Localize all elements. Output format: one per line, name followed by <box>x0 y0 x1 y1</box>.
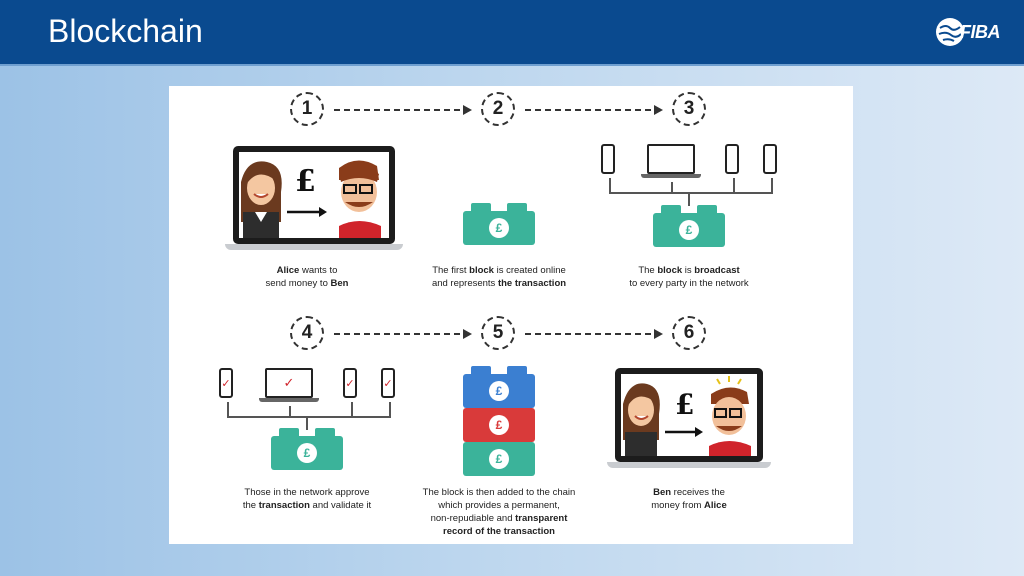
arrow-2-3 <box>525 105 663 115</box>
globe-icon <box>936 18 964 46</box>
arrow-5-6 <box>525 329 663 339</box>
green-block-step-3: £ <box>653 205 725 247</box>
fiba-logo: FIBA <box>934 14 1012 50</box>
blue-block-step-5: £ <box>463 366 535 408</box>
step-3-number: 3 <box>672 92 706 126</box>
pound-symbol: £ <box>295 164 316 199</box>
phone-icon <box>725 144 739 174</box>
laptop-step-6: £ <box>607 368 771 468</box>
slide-header: Blockchain FIBA <box>0 0 1024 66</box>
pound-coin-icon: £ <box>679 220 699 240</box>
phone-icon <box>601 144 615 174</box>
slide-title: Blockchain <box>48 13 203 49</box>
green-block-step-4: £ <box>271 428 343 470</box>
green-block-step-2: £ <box>463 203 535 245</box>
alice-ben-illustration <box>241 160 381 238</box>
phone-approved-icon: ✓ <box>381 368 395 398</box>
laptop-step-1: £ <box>225 146 403 250</box>
red-block-step-5: £ <box>463 408 535 442</box>
arrow-1-2 <box>334 105 472 115</box>
green-block-step-5: £ <box>463 442 535 476</box>
arrow-4-5 <box>334 329 472 339</box>
step-5-number: 5 <box>481 316 515 350</box>
pound-coin-icon: £ <box>489 449 509 469</box>
pound-coin-icon: £ <box>489 381 509 401</box>
phone-approved-icon: ✓ <box>343 368 357 398</box>
step-2-number: 2 <box>481 92 515 126</box>
pound-coin-icon: £ <box>489 415 509 435</box>
pound-coin-icon: £ <box>489 218 509 238</box>
pound-coin-icon: £ <box>297 443 317 463</box>
logo-text: FIBA <box>960 21 1001 42</box>
phone-icon <box>763 144 777 174</box>
step-6-number: 6 <box>672 316 706 350</box>
phone-approved-icon: ✓ <box>219 368 233 398</box>
alice-ben-received-illustration <box>623 376 751 456</box>
step-1-number: 1 <box>290 92 324 126</box>
blockchain-diagram: 1 2 3 <box>169 86 853 544</box>
step-4-number: 4 <box>290 316 324 350</box>
pound-symbol: £ <box>675 388 695 421</box>
